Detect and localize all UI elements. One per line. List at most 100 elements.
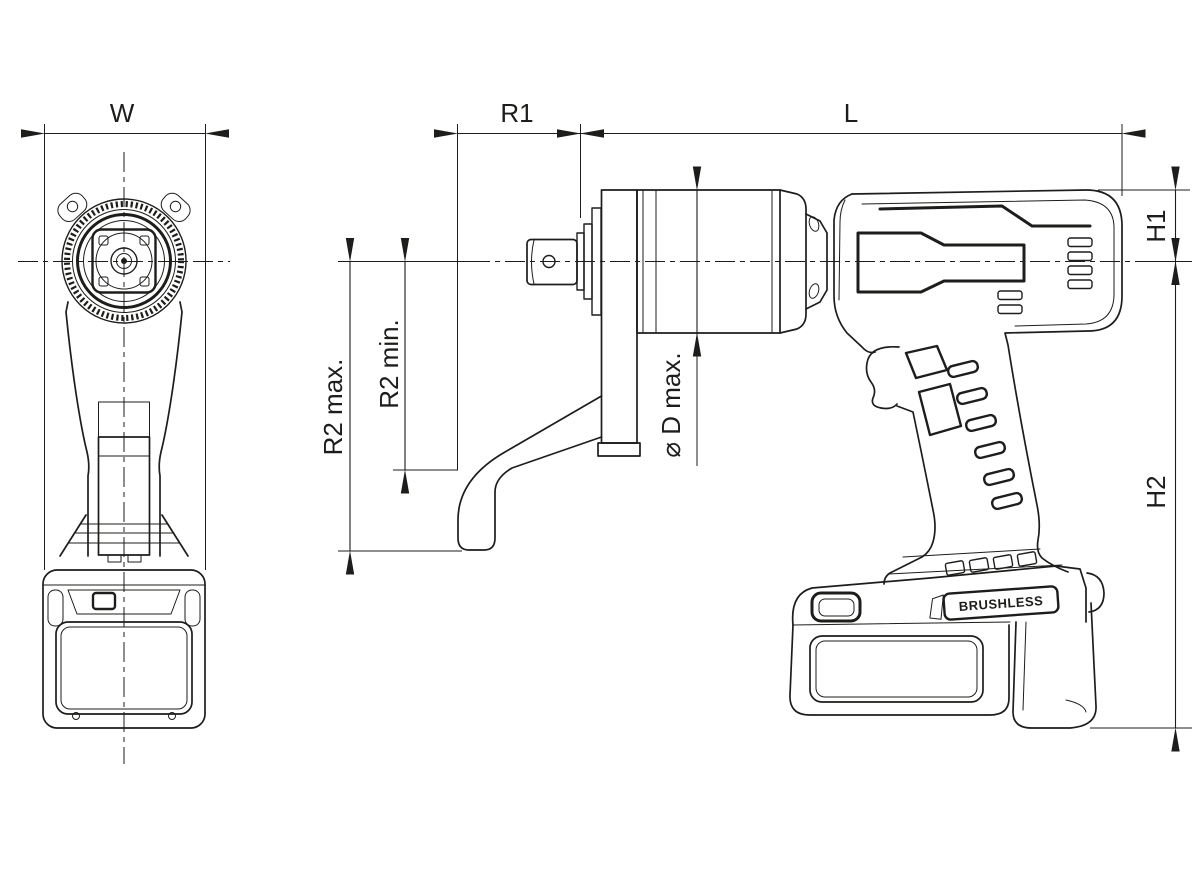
battery-outer-shell	[42, 569, 206, 729]
grip-rib	[946, 359, 980, 379]
dimension-label-h2: H2	[1141, 475, 1171, 508]
grip-front-edge	[883, 405, 936, 585]
base-slot	[1016, 551, 1038, 567]
base-slot	[944, 560, 966, 576]
battery-body-panel-inner	[60, 626, 188, 710]
grip-base-line	[902, 548, 1041, 558]
base-slot	[992, 554, 1014, 570]
dimension-r2-min: R2 min.	[374, 238, 458, 494]
grip-rib	[964, 413, 998, 433]
dimension-l: L	[557, 98, 1146, 196]
dimension-label-h1: H1	[1141, 209, 1171, 242]
gearbox-cylinder	[636, 189, 781, 334]
dimension-label-d-max: ⌀ D max.	[656, 352, 686, 457]
drive-corner-detail	[139, 235, 150, 246]
hub-circle	[110, 247, 138, 275]
tool-body	[833, 189, 1123, 573]
dimension-label-l: L	[844, 98, 858, 128]
body-top-accent	[878, 204, 1092, 228]
ring-inner-line	[72, 209, 176, 313]
gear-head	[57, 192, 191, 324]
trigger	[865, 345, 900, 410]
flange-foot	[597, 442, 641, 457]
front-view: W	[18, 98, 230, 764]
bracket-inner-line	[1022, 621, 1027, 711]
retainer-ring	[76, 213, 172, 309]
body-center-channel	[856, 231, 1026, 294]
ear-screw-right	[169, 200, 182, 213]
vent-slots	[997, 237, 1093, 315]
grip-panel	[917, 382, 963, 437]
dimension-h2: H2	[1090, 238, 1192, 752]
hammer-case-line	[838, 199, 846, 301]
battery-collar	[791, 565, 1087, 626]
front-body	[59, 301, 189, 563]
drive-corner-detail	[98, 276, 109, 287]
drive-corner-detail	[139, 276, 150, 287]
dimension-label-w: W	[110, 98, 135, 128]
retainer-inner-line	[83, 220, 165, 302]
collar-slot	[808, 216, 820, 232]
vent-slot	[1067, 251, 1093, 262]
dimension-label-r2-max: R2 max.	[318, 359, 348, 456]
battery-panel	[809, 635, 984, 703]
bracket-inner-curve	[1065, 699, 1087, 713]
hub-inner-circle	[116, 253, 132, 269]
battery-release-slot	[67, 589, 181, 615]
vent-slot	[997, 290, 1023, 301]
dimension-h1: H1	[1098, 166, 1192, 285]
mount-ear-right	[160, 192, 191, 223]
gearbox	[636, 189, 828, 334]
battery-main-body	[789, 624, 1010, 716]
base-slot	[968, 557, 990, 573]
drive-bore	[95, 232, 153, 290]
brushless-plate	[942, 585, 1060, 621]
square-drive-front	[91, 228, 157, 294]
grip-ribs	[946, 359, 1024, 511]
handle-front-upper	[98, 401, 150, 457]
gearbox-end-cap	[779, 189, 807, 334]
body-outline-rear	[851, 189, 1123, 573]
drive-chamfer	[531, 239, 535, 285]
body-inset-panel	[861, 199, 1115, 327]
reaction-arm-assembly	[457, 189, 641, 551]
adapter-collar	[805, 213, 828, 310]
battery-mount-flare	[59, 514, 189, 557]
drive-corner-detail	[98, 235, 109, 246]
reaction-arm	[457, 395, 603, 551]
handle	[865, 344, 1063, 585]
collar-slot	[808, 283, 820, 299]
dimension-label-r1: R1	[500, 98, 533, 128]
side-battery: BRUSHLESS	[789, 565, 1105, 729]
battery-screw	[168, 712, 176, 720]
vent-slot	[1067, 237, 1093, 248]
brushless-label: BRUSHLESS	[958, 593, 1044, 614]
head-housing-outline	[61, 198, 187, 324]
battery-body-panel	[55, 621, 193, 715]
grip-rib	[982, 467, 1016, 487]
rear-latch-bump	[1086, 572, 1105, 613]
battery-collar-bottom	[792, 621, 1011, 626]
base-slots	[944, 551, 1038, 576]
handle-foot	[127, 554, 142, 563]
battery-release-button-side	[810, 591, 862, 623]
grip-rib	[955, 386, 989, 406]
body-left-edge	[65, 301, 90, 557]
battery-release-button	[91, 591, 117, 611]
front-battery	[42, 569, 206, 729]
handle-foot	[107, 554, 122, 563]
battery-side-clip-right	[184, 589, 201, 627]
dimension-r1: R1	[434, 98, 604, 470]
hub-center-dot	[121, 258, 127, 264]
grip-base-line	[888, 564, 1063, 575]
knurled-ring	[64, 201, 184, 321]
brushless-plate-tab	[929, 594, 944, 620]
grip-panel	[904, 344, 949, 380]
dimension-d-max: ⌀ D max.	[656, 166, 702, 466]
handle-front-lower	[97, 436, 151, 556]
brushless-badge: BRUSHLESS	[929, 585, 1060, 621]
drive-pin-hole	[542, 254, 556, 269]
body-right-edge	[158, 301, 183, 557]
